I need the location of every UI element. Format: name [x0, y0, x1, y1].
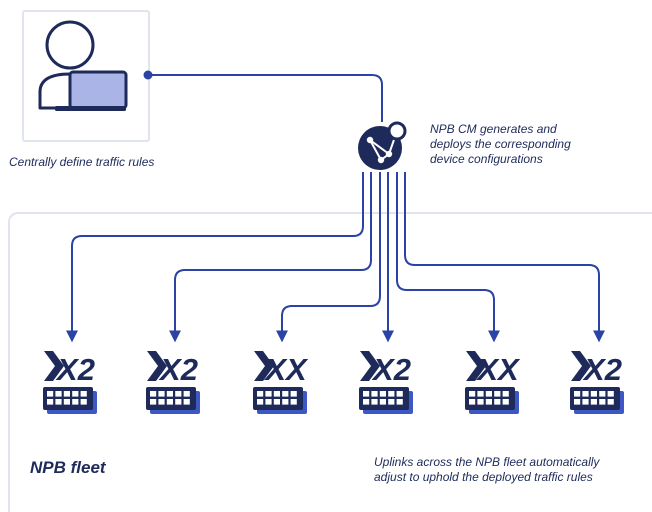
npb-fleet-panel [8, 212, 652, 512]
uplinks-caption-line: Uplinks across the NPB fleet automatical… [374, 455, 600, 469]
uplink-3 [276, 172, 381, 343]
controller-caption-line: deploys the corresponding [430, 137, 571, 151]
switch-icon [359, 387, 413, 414]
switch-icon [570, 387, 624, 414]
controller-icon [358, 121, 407, 170]
uplink-5 [396, 172, 500, 343]
controller-caption: NPB CM generates and deploys the corresp… [430, 122, 630, 167]
switch-icon [253, 387, 307, 414]
npb-device: X2 [146, 351, 200, 414]
device-model-label: XX [475, 352, 521, 387]
link-endpoint-dot [143, 70, 153, 80]
device-logo-icon: X2 [571, 351, 622, 387]
user-panel-caption: Centrally define traffic rules [9, 155, 155, 169]
device-model-label: X2 [55, 352, 95, 387]
device-model-label: X2 [158, 352, 198, 387]
controller-caption-line: device configurations [430, 152, 543, 166]
user-to-controller-link [148, 74, 383, 122]
npb-device: X2 [359, 351, 413, 414]
laptop-icon [55, 70, 128, 111]
device-model-label: X2 [582, 352, 622, 387]
uplink-lines [66, 172, 605, 343]
switch-icon [43, 387, 97, 414]
uplinks-caption: Uplinks across the NPB fleet automatical… [374, 455, 644, 485]
device-logo-icon: X2 [360, 351, 411, 387]
uplink-6 [404, 172, 605, 343]
npb-device: XX [465, 351, 521, 414]
device-model-label: XX [263, 352, 309, 387]
device-row: X2 X2 XX X2 XX X2 [43, 351, 624, 414]
fleet-title: NPB fleet [30, 458, 106, 477]
npb-device: X2 [43, 351, 97, 414]
controller-caption-line: NPB CM generates and [430, 122, 557, 136]
uplink-2 [169, 172, 372, 343]
device-model-label: X2 [371, 352, 411, 387]
topology-diagram: X2 X2 XX X2 XX X2 [38, 20, 624, 414]
device-logo-icon: X2 [44, 351, 95, 387]
switch-icon [146, 387, 200, 414]
device-logo-icon: X2 [147, 351, 198, 387]
device-logo-icon: XX [466, 351, 521, 387]
switch-icon [465, 387, 519, 414]
npb-device: XX [253, 351, 309, 414]
uplinks-caption-line: adjust to uphold the deployed traffic ru… [374, 470, 593, 484]
npb-device: X2 [570, 351, 624, 414]
uplink-1 [66, 172, 364, 343]
device-logo-icon: XX [254, 351, 309, 387]
